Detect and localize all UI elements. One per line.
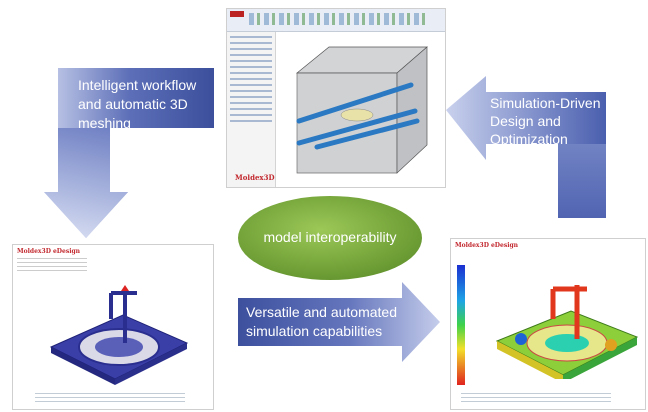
bottom-right-logo: Moldex3D eDesign [455,242,519,249]
stress-model-image [495,285,639,379]
mesh-model-image [49,285,189,385]
arrow-top-right-label: Simulation-Driven Design and Optimizatio… [490,95,601,147]
feature-tree-panel [227,32,276,187]
bottom-left-logo: Moldex3D eDesign [17,248,81,255]
mold-3d-viewport [277,33,443,185]
cad-logo: Moldex3D [235,173,275,182]
model-interoperability-label: model interoperability [263,229,397,245]
simulation-result-screenshot: Moldex3D eDesign [450,238,646,410]
cad-toolbar [227,9,445,32]
cad-window-screenshot: Moldex3D [226,8,446,188]
mesh-result-screenshot: Moldex3D eDesign [12,244,214,410]
arrow-top-left-label: Intelligent workflow and automatic 3D me… [78,77,197,131]
color-legend [457,265,465,385]
arrow-bottom-label: Versatile and automated simulation capab… [246,304,397,339]
